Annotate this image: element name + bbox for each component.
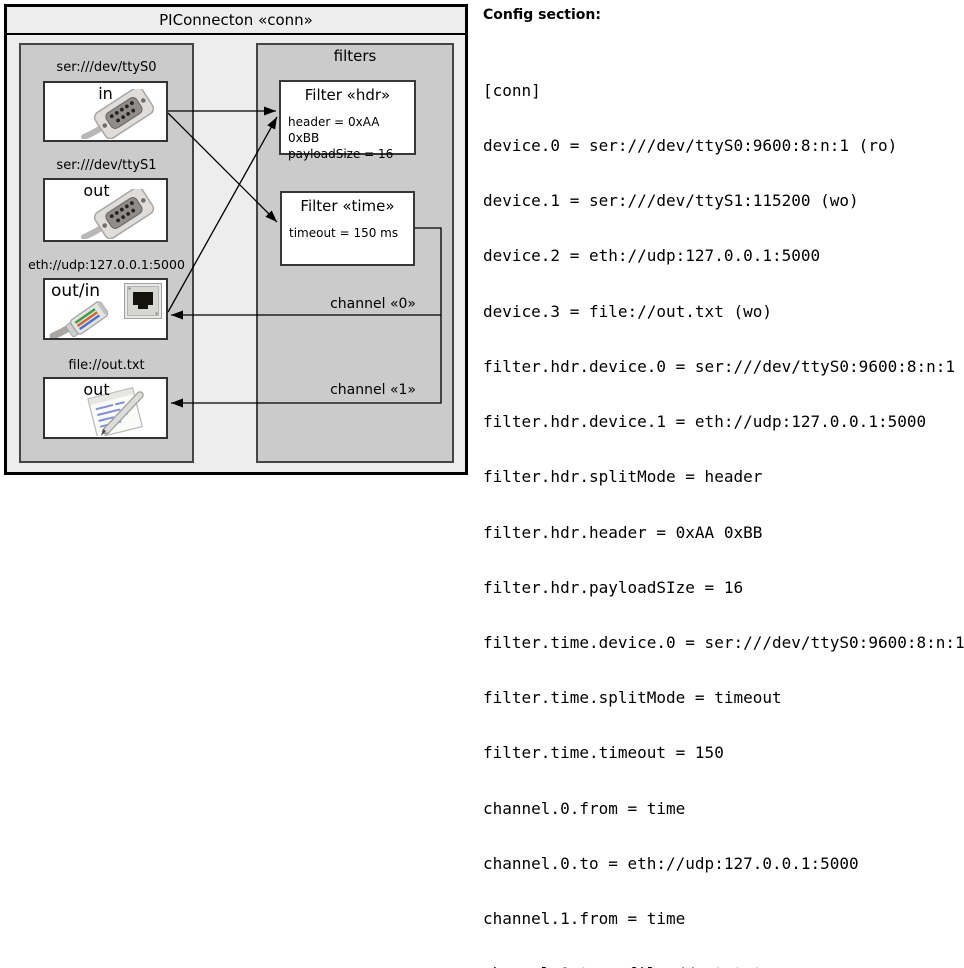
device-io-label: out <box>83 380 110 399</box>
filter-hdr-param-header: header = 0xAA 0xBB <box>288 115 380 145</box>
filter-time-box: Filter «time» timeout = 150 ms <box>280 191 415 266</box>
config-line: filter.hdr.splitMode = header <box>483 467 763 487</box>
filters-group-title: filters <box>333 47 377 65</box>
serial-port-icon <box>81 189 155 239</box>
filter-hdr-title: Filter «hdr» <box>304 86 391 104</box>
device-io-label: in <box>98 84 113 103</box>
device-box-file: out <box>43 377 168 439</box>
notepad-icon <box>87 387 144 436</box>
config-line: channel.0.to = eth://udp:127.0.0.1:5000 <box>483 853 859 873</box>
config-text: [conn] device.0 = ser:///dev/ttyS0:9600:… <box>483 45 964 968</box>
device-url-ttys1: ser:///dev/ttyS1 <box>56 158 157 173</box>
device-url-ttys0: ser:///dev/ttyS0 <box>56 60 157 75</box>
device-box-eth: out/in <box>43 278 168 340</box>
config-line: filter.time.splitMode = timeout <box>483 688 782 708</box>
filter-time-param-timeout: timeout = 150 ms <box>289 226 399 240</box>
device-io-label: out <box>83 181 110 200</box>
device-url-file: file://out.txt <box>68 358 145 373</box>
device-box-ttys0: in <box>43 81 168 142</box>
config-line: channel.1.from = time <box>483 909 686 929</box>
device-box-ttys1: out <box>43 178 168 242</box>
config-line: filter.time.device.0 = ser:///dev/ttyS0:… <box>483 633 964 652</box>
channel-1-label: channel «1» <box>330 382 416 398</box>
device-io-label: out/in <box>51 281 101 301</box>
serial-port-icon <box>81 89 155 139</box>
filter-hdr-param-payloadsize: payloadSize = 16 <box>288 147 394 161</box>
config-line: device.1 = ser:///dev/ttyS1:115200 (wo) <box>483 191 859 211</box>
config-line: device.3 = file://out.txt (wo) <box>483 301 772 321</box>
filter-time-title: Filter «time» <box>300 197 395 215</box>
config-line: device.2 = eth://udp:127.0.0.1:5000 <box>483 246 821 266</box>
config-line: device.0 = ser:///dev/ttyS0:9600:8:n:1 (… <box>483 136 898 156</box>
config-line: [conn] <box>483 80 541 100</box>
ethernet-plug-icon <box>49 301 109 338</box>
config-line: channel.1.to = file://out.txt <box>483 964 964 968</box>
config-heading: Config section: <box>483 7 601 23</box>
config-line: filter.hdr.device.0 = ser:///dev/ttyS0:9… <box>483 356 956 376</box>
config-line: channel.0.from = time <box>483 798 686 818</box>
channel-0-label: channel «0» <box>330 296 416 312</box>
config-line: filter.hdr.payloadSIze = 16 <box>483 577 744 597</box>
filter-hdr-box: Filter «hdr» header = 0xAA 0xBB payloadS… <box>279 80 416 161</box>
config-line: filter.time.timeout = 150 <box>483 743 724 763</box>
ethernet-jack-icon <box>124 283 162 319</box>
config-line: filter.hdr.header = 0xAA 0xBB <box>483 522 763 542</box>
piconnection-diagram: PIConnecton «conn» filters ser:///dev/tt… <box>4 4 468 475</box>
diagram-title: PIConnecton «conn» <box>7 7 465 35</box>
config-line: filter.hdr.device.1 = eth://udp:127.0.0.… <box>483 412 927 432</box>
device-url-eth: eth://udp:127.0.0.1:5000 <box>28 257 185 272</box>
